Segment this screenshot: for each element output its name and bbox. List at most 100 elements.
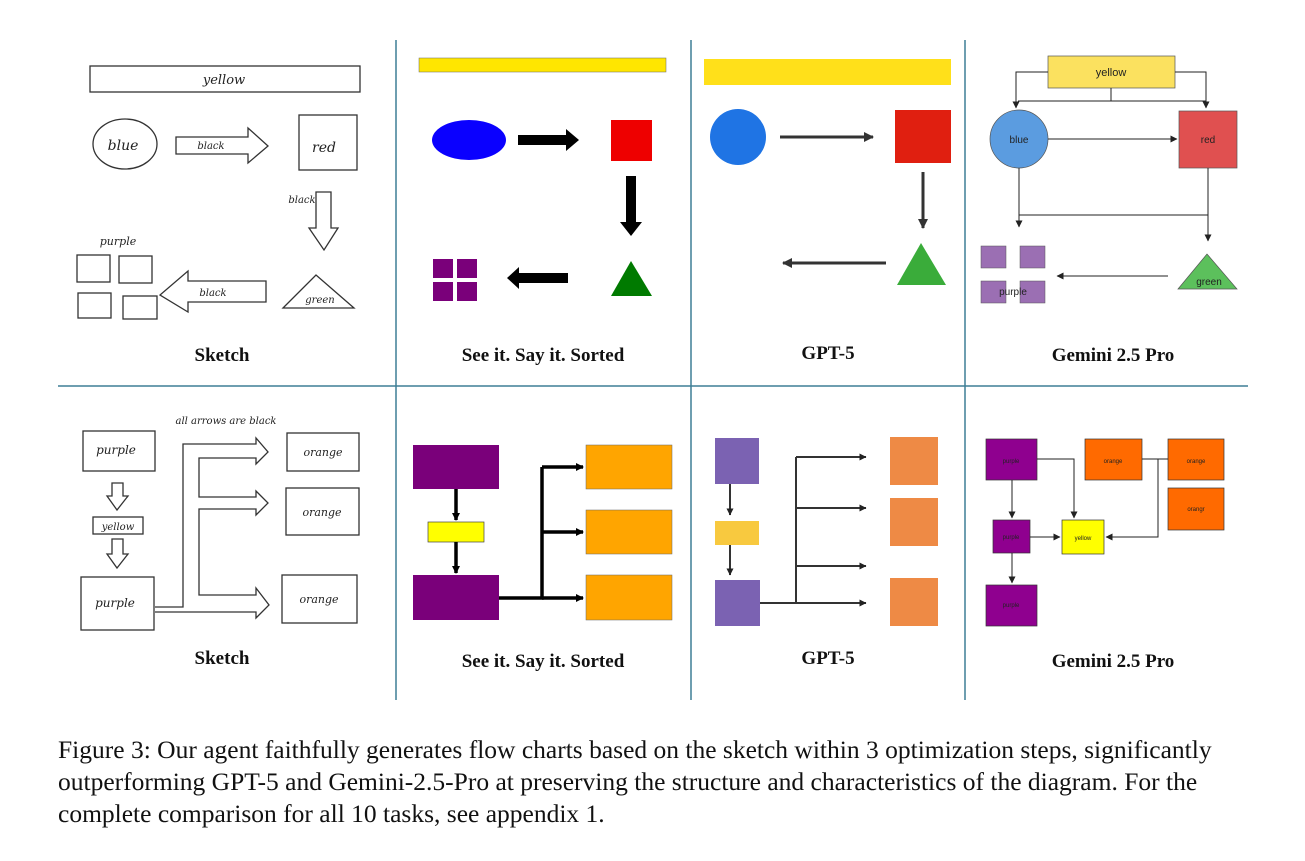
sorted1-arrow-left	[507, 267, 568, 289]
gem1-conn-yellow-split	[1018, 88, 1112, 102]
sketch2-down-arrow-1	[105, 482, 130, 512]
sorted1-purple-sq-1	[433, 259, 453, 278]
figure-caption: Figure 3: Our agent faithfully generates…	[58, 735, 1212, 828]
sketch2-branch-arrow	[155, 436, 270, 620]
gpt5-1	[704, 59, 951, 285]
sorted2-yellow-box	[427, 521, 485, 543]
gem1-conn-yellow-blue	[1012, 71, 1048, 109]
gem1-green-triangle	[1177, 253, 1238, 290]
gem1-purple-sq-3	[980, 280, 1007, 304]
label-sorted-row1: See it. Say it. Sorted	[461, 345, 625, 366]
gpt1-blue-circle	[710, 109, 766, 165]
sketch2-orange-text-2: orange	[302, 506, 342, 519]
sketch-2	[80, 430, 360, 631]
sorted2-conn-trunk	[499, 467, 544, 600]
gem2-yellow-text: yellow	[1075, 536, 1092, 542]
gem1-yellow-text: yellow	[1096, 67, 1127, 79]
figure-3: yellow blue black red black purple black…	[58, 40, 1248, 700]
gpt2-purple-box-bottom	[715, 580, 760, 626]
sorted2-orange-box-1	[585, 444, 673, 490]
sketch2-orange-box-1	[286, 432, 360, 472]
sketch2-yellow-text: yellow	[101, 522, 135, 533]
gpt1-green-triangle	[897, 243, 946, 285]
sketch2-purple-text-bottom: purple	[95, 596, 135, 610]
sketch-1	[76, 65, 361, 320]
sketch1-green-text: green	[305, 295, 334, 306]
sorted1-red-square	[611, 120, 652, 161]
sketch1-yellow-text: yellow	[202, 73, 245, 88]
sketch1-purple-sq-1	[76, 254, 111, 283]
sketch1-purple-sq-3	[77, 292, 112, 319]
label-gpt5-row1: GPT-5	[801, 343, 855, 364]
gpt2-conn-trunk	[760, 457, 797, 604]
gem2-orange-text-2: orange	[1187, 459, 1206, 465]
gem2-orange-box-3	[1167, 487, 1225, 531]
sketch2-note-text: all arrows are black	[175, 416, 276, 427]
gem2-conn-p1-yellow	[1037, 458, 1078, 519]
gem2-conn-o2-yellow	[1105, 458, 1168, 541]
sketch2-orange-box-3	[281, 574, 358, 624]
gpt2-orange-box-2	[890, 498, 938, 546]
sorted1-purple-sq-4	[457, 282, 477, 301]
sorted1-purple-sq-3	[433, 282, 453, 301]
label-sketch-row1: Sketch	[194, 345, 250, 366]
gpt1-red-square	[895, 110, 951, 163]
sketch2-purple-text-top: purple	[96, 443, 136, 457]
gem1-red-text: red	[1201, 135, 1215, 146]
gem2-yellow-box	[1061, 519, 1105, 555]
label-gpt5-row2: GPT-5	[801, 648, 855, 669]
gem1-green-text: green	[1196, 277, 1222, 288]
sorted2-orange-box-2	[585, 509, 673, 555]
sketch2-orange-text-3: orange	[299, 593, 339, 606]
gpt2-purple-box-top	[715, 438, 759, 484]
sketch2-purple-box-bottom	[80, 576, 155, 631]
gem2-purple-box-1	[985, 438, 1038, 481]
sketch1-purple-text: purple	[100, 235, 137, 248]
gem2-purple-text-3: purple	[1003, 603, 1020, 609]
gpt5-2	[715, 437, 938, 626]
sketch1-green-triangle	[281, 274, 356, 309]
gpt2-orange-box-1	[890, 437, 938, 485]
gem1-conn-yellow-red	[1175, 71, 1210, 109]
gpt2-yellow-box	[715, 521, 759, 545]
gem2-orange-text-3: orangr	[1187, 507, 1204, 513]
gemini-2	[985, 438, 1225, 627]
sorted1-arrow-right	[518, 129, 579, 151]
gem1-purple-sq-1	[980, 245, 1007, 269]
sketch1-red-text: red	[312, 140, 336, 156]
sketch1-purple-sq-4	[122, 295, 158, 320]
label-gemini-row1: Gemini 2.5 Pro	[1051, 345, 1175, 366]
label-sorted-row2: See it. Say it. Sorted	[461, 651, 625, 672]
sketch1-blue-circle	[92, 118, 158, 170]
gem1-purple-sq-2	[1019, 245, 1046, 269]
sorted1-yellow-bar	[418, 57, 667, 73]
gem1-blue-text: blue	[1010, 135, 1029, 146]
sorted1-green-triangle	[611, 261, 652, 296]
sketch1-black-text-2: black	[288, 195, 315, 206]
sketch1-red-box	[298, 114, 358, 171]
sketch1-blue-text: blue	[108, 138, 139, 154]
sketch1-black-text-1: black	[197, 141, 224, 152]
sorted1-blue-ellipse	[432, 120, 506, 160]
gem2-purple-text-1: purple	[1003, 459, 1020, 465]
gpt1-yellow-bar	[704, 59, 951, 85]
label-sketch-row2: Sketch	[194, 648, 250, 669]
sketch1-black-text-3: black	[199, 288, 226, 299]
gem1-purple-sq-4	[1019, 280, 1046, 304]
gem2-orange-text-1: orange	[1104, 459, 1123, 465]
sketch2-orange-box-2	[285, 487, 360, 536]
gem1-red-box	[1178, 110, 1238, 169]
sorted-1	[418, 57, 667, 301]
sketch1-yellow-box	[89, 65, 361, 93]
gem2-orange-box-1	[1084, 438, 1143, 481]
sketch1-purple-sq-2	[118, 255, 153, 284]
sketch2-yellow-box	[92, 516, 144, 535]
sketch2-down-arrow-2	[105, 538, 130, 570]
sorted2-purple-box-bottom	[413, 575, 499, 620]
sketch1-black-arrow-left	[158, 269, 267, 314]
sketch1-black-arrow-right	[175, 126, 269, 165]
sorted2-orange-box-3	[585, 574, 673, 621]
comparison-grid: yellow blue black red black purple black…	[58, 40, 1248, 700]
gpt2-orange-box-3	[890, 578, 938, 626]
sorted-2	[413, 444, 673, 621]
